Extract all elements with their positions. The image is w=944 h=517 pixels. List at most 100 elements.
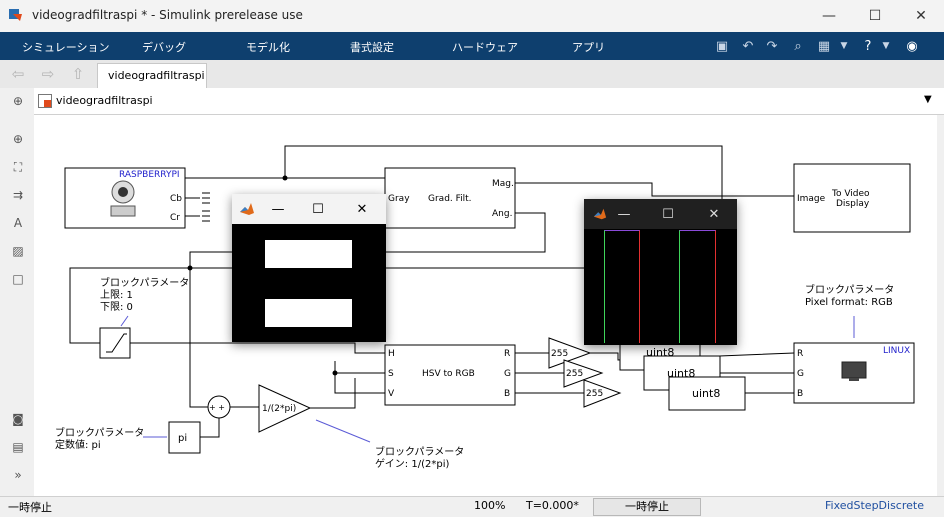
figure-window-2[interactable]: — ☐ ✕ — [584, 199, 737, 345]
gain-255-b-label: 255 — [586, 389, 603, 399]
linux-in-g: G — [797, 369, 804, 379]
ann-px-l1: ブロックパラメータ — [805, 283, 894, 296]
save-icon[interactable]: ▣ — [715, 38, 729, 54]
video-display-label-2: Display — [836, 199, 870, 209]
close-button[interactable]: ✕ — [915, 8, 927, 24]
hsv-in-v: V — [388, 389, 395, 399]
figure-2-titlebar: — ☐ ✕ — [584, 199, 737, 229]
monitor-icon — [841, 361, 867, 381]
figure-1-titlebar: — ☐ ✕ — [232, 194, 386, 224]
menu-debug[interactable]: デバッグ — [142, 41, 186, 54]
gain-255-g-label: 255 — [566, 369, 583, 379]
minimize-button[interactable]: — — [822, 8, 836, 24]
fit-to-view-icon[interactable]: ⛶ — [13, 159, 23, 174]
branch-point — [282, 175, 288, 181]
help-chevron-icon[interactable]: ▼ — [882, 41, 890, 51]
title-bar: videogradfiltraspi * - Simulink prerelea… — [0, 0, 944, 32]
menu-hardware[interactable]: ハードウェア — [452, 41, 518, 54]
status-bar: 一時停止 100% T=0.000* 一時停止 FixedStepDiscret… — [0, 496, 944, 517]
video-frame-region — [265, 240, 352, 268]
zoom-icon[interactable]: ⊕ — [12, 132, 24, 146]
help-icon[interactable]: ? — [864, 38, 872, 54]
video-display-block[interactable] — [793, 163, 911, 233]
gain-inv-block[interactable] — [258, 384, 312, 433]
gain-255-r[interactable] — [548, 337, 592, 369]
status-text: 一時停止 — [8, 501, 52, 514]
hsv-out-r: R — [504, 349, 510, 359]
const-pi-label: pi — [178, 433, 187, 444]
figure-2-close-button[interactable]: ✕ — [708, 206, 720, 222]
menu-apps[interactable]: アプリ — [572, 41, 605, 54]
grad-filter-block[interactable] — [384, 167, 516, 229]
terminator-icon — [202, 192, 210, 222]
address-bar[interactable]: videogradfiltraspi ▼ — [34, 88, 944, 115]
webcam-icon — [110, 180, 136, 217]
convert-uint8-b[interactable] — [668, 376, 746, 411]
up-arrow-icon[interactable]: ⇧ — [71, 65, 85, 83]
video-frame-region — [265, 299, 352, 327]
gradient-stripe — [604, 230, 640, 343]
chevron-down-icon[interactable]: ▼ — [840, 41, 848, 51]
window-title: videogradfiltraspi * - Simulink prerelea… — [32, 8, 303, 22]
block-diagram[interactable]: RASPBERRYPI Cb Cr Gray Grad. Filt. Mag. … — [34, 115, 937, 496]
camera-icon[interactable]: ◙ — [12, 412, 24, 426]
hide-browser-icon[interactable]: ⊕ — [12, 94, 24, 108]
solver-link[interactable]: FixedStepDiscrete — [825, 499, 924, 512]
maximize-button[interactable]: ☐ — [868, 8, 882, 24]
signal-line-gain-out — [310, 378, 356, 409]
figure-1-minimize-button[interactable]: — — [271, 201, 285, 217]
layout-icon[interactable]: ▦ — [817, 38, 831, 54]
menu-bar: シミュレーション デバッグ モデル化 書式設定 ハードウェア アプリ ▣ ↶ ↷… — [0, 32, 944, 60]
redo-icon[interactable]: ↷ — [766, 38, 778, 54]
image-icon[interactable]: ▨ — [12, 244, 24, 258]
forward-arrow-icon[interactable]: ⇨ — [41, 65, 55, 83]
gain-255-g[interactable] — [563, 359, 604, 388]
video-display-label-1: To Video — [831, 189, 870, 199]
zoom-level: 100% — [474, 499, 506, 512]
vertical-scrollbar[interactable] — [937, 115, 944, 496]
sum-block[interactable] — [207, 395, 231, 419]
gray-port-label: Gray — [388, 194, 410, 204]
signal-line-const — [200, 418, 220, 438]
signal-arrow-icon[interactable]: ⇉ — [12, 188, 24, 202]
model-canvas[interactable]: RASPBERRYPI Cb Cr Gray Grad. Filt. Mag. … — [34, 115, 937, 496]
hsv-out-b: B — [504, 389, 510, 399]
undo-icon[interactable]: ↶ — [742, 38, 754, 54]
ann-gain-l1: ブロックパラメータ — [375, 445, 464, 458]
const-pi-block[interactable] — [168, 421, 201, 454]
address-dropdown-icon[interactable]: ▼ — [924, 94, 932, 105]
image-port-label: Image — [797, 194, 826, 204]
menu-modeling[interactable]: モデル化 — [246, 41, 290, 54]
branch-point — [332, 370, 338, 376]
figure-1-close-button[interactable]: ✕ — [356, 201, 368, 217]
hsv-to-rgb-block[interactable] — [384, 344, 516, 406]
linux-title: LINUX — [883, 346, 910, 356]
figure-2-minimize-button[interactable]: — — [617, 206, 631, 222]
address-path: videogradfiltraspi — [56, 94, 153, 107]
tab-model[interactable]: videogradfiltraspi — [97, 63, 207, 88]
grad-filter-label: Grad. Filt. — [428, 194, 472, 204]
menu-simulation[interactable]: シミュレーション — [22, 41, 110, 54]
figure-2-maximize-button[interactable]: ☐ — [662, 206, 674, 222]
pause-button[interactable]: 一時停止 — [593, 498, 701, 516]
hsv-label: HSV to RGB — [422, 369, 475, 379]
hsv-out-g: G — [504, 369, 511, 379]
branch-point — [187, 265, 193, 271]
gain-255-b[interactable] — [583, 379, 622, 408]
back-arrow-icon[interactable]: ⇦ — [11, 65, 25, 83]
search-icon[interactable]: ⌕ — [794, 38, 802, 54]
hsv-in-s: S — [388, 369, 394, 379]
collapse-toolstrip-icon[interactable]: ◉ — [906, 38, 918, 54]
annotation-line — [120, 315, 129, 327]
saturation-block[interactable] — [99, 327, 131, 359]
figure-window-1[interactable]: — ☐ ✕ — [232, 194, 386, 342]
figure-1-maximize-button[interactable]: ☐ — [312, 201, 324, 217]
area-icon[interactable]: □ — [12, 272, 24, 286]
linux-in-r: R — [797, 349, 803, 359]
annotation-icon[interactable]: A — [13, 216, 23, 230]
annotation-line — [315, 419, 371, 443]
menu-format[interactable]: 書式設定 — [350, 41, 394, 54]
expand-icon[interactable]: » — [14, 468, 22, 482]
explorer-icon[interactable]: ▤ — [12, 440, 24, 454]
linux-in-b: B — [797, 389, 803, 399]
